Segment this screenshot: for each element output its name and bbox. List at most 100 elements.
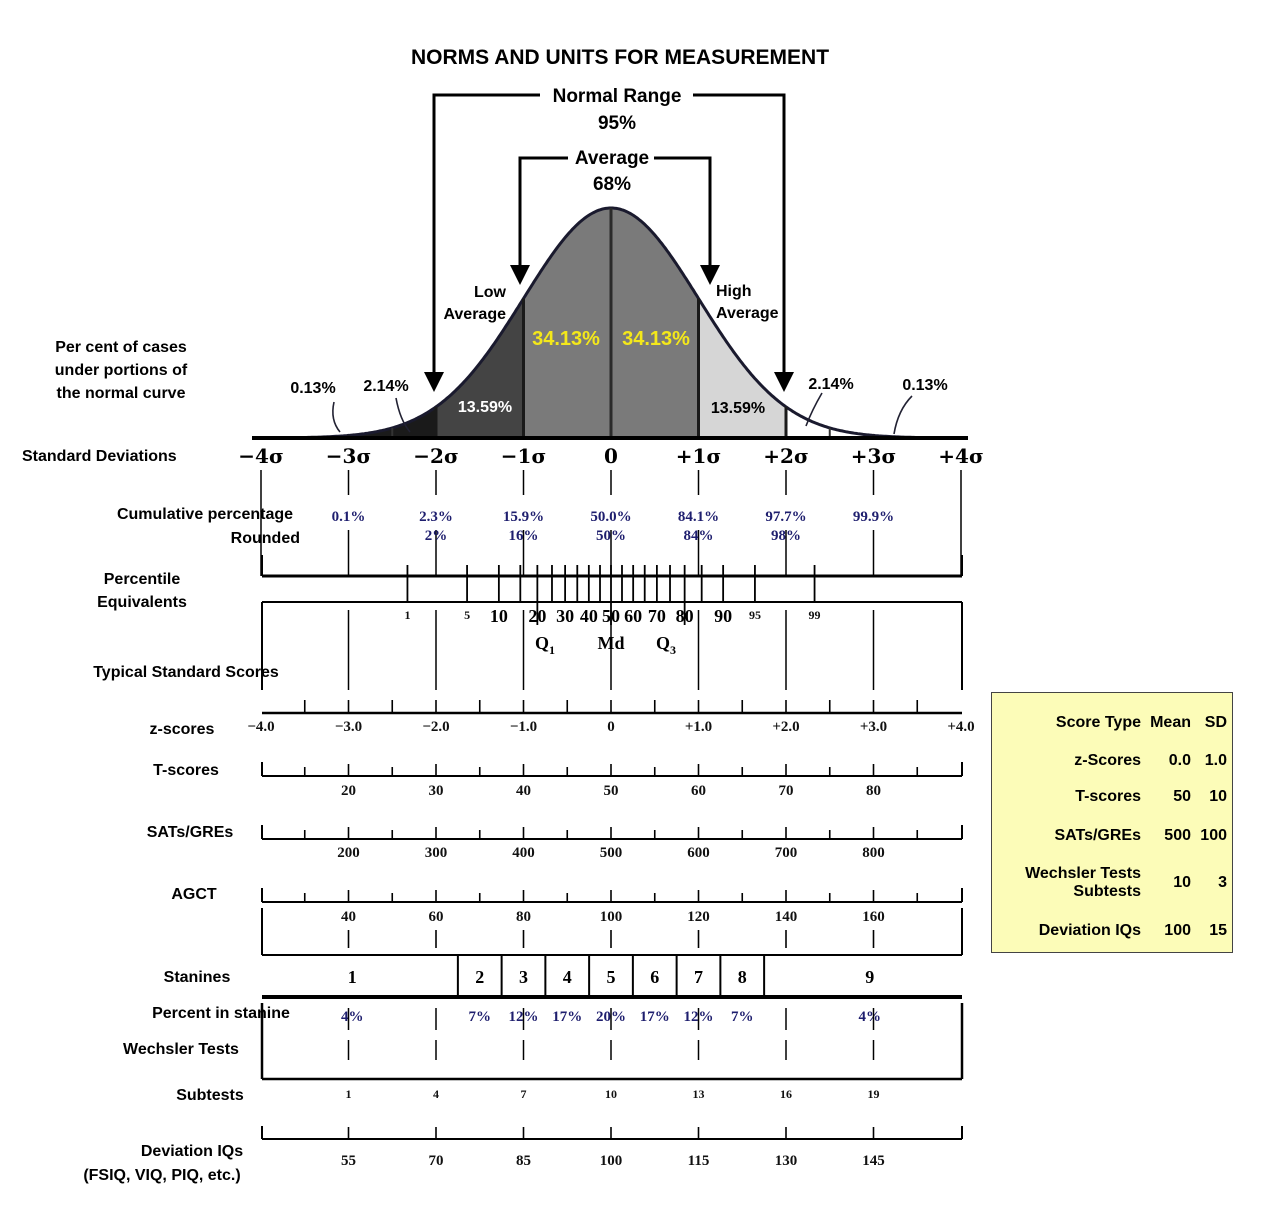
stanine-percent: 7%: [469, 1009, 492, 1025]
sat-score-label: 700: [775, 845, 798, 861]
subtest-label: 13: [693, 1087, 705, 1101]
average-bracket: [518, 156, 712, 268]
row-label-wechsler: Wechsler Tests: [123, 1041, 239, 1058]
quartile-median: Md: [598, 633, 625, 653]
legend-row: SATs/GREs 500 100: [996, 815, 1227, 857]
sd-label: −2σ: [413, 444, 458, 468]
t-score-label: 60: [691, 783, 706, 799]
sd-label: −4σ: [238, 444, 283, 468]
sat-score-label: 200: [337, 845, 360, 861]
stanine-label: 3: [519, 967, 528, 987]
row-label-z: z-scores: [150, 721, 215, 738]
row-label-subtests: Subtests: [176, 1087, 244, 1104]
page-title: NORMS AND UNITS FOR MEASUREMENT: [411, 46, 829, 69]
sd-label: −1σ: [501, 444, 546, 468]
normal-range-label: Normal Range: [553, 86, 682, 107]
t-score-label: 20: [341, 783, 356, 799]
area-tail-left-inner: 2.14%: [363, 378, 408, 395]
curve-dividers: [347, 208, 875, 438]
iq-label: 145: [862, 1153, 885, 1169]
iq-label: 115: [688, 1153, 710, 1169]
row-label-sat: SATs/GREs: [147, 824, 234, 841]
average-right-arrow: [700, 265, 720, 285]
percentile-label: 90: [714, 606, 732, 626]
tail-left-inner-pointer: [395, 397, 411, 433]
area-center-left: 34.13%: [532, 328, 600, 350]
stanine-label: 4: [563, 967, 572, 987]
stanine-percent: 4%: [341, 1009, 364, 1025]
percentile-label: 40: [580, 606, 598, 626]
stanine-label: 5: [607, 967, 616, 987]
subtest-label: 10: [605, 1087, 617, 1101]
score-type-legend: Score Type Mean SD z-Scores 0.0 1.0 T-sc…: [991, 692, 1233, 953]
high-average-label-1: High: [716, 283, 752, 300]
row-label-iq: Deviation IQs: [141, 1143, 243, 1160]
stanine-label: 9: [865, 967, 874, 987]
tail-right-inner-pointer: [805, 392, 823, 427]
agct-score-label: 80: [516, 909, 531, 925]
cumulative-rounded-value: 2%: [425, 528, 448, 544]
curve-percent-label-1: Per cent of cases: [55, 339, 187, 356]
average-label: Average: [575, 148, 649, 169]
stanine-percent: 17%: [552, 1009, 582, 1025]
agct-score-label: 40: [341, 909, 356, 925]
legend-type-line-2: Subtests: [1073, 883, 1141, 900]
percentile-label: 10: [490, 606, 508, 626]
curve-percent-label-3: the normal curve: [57, 385, 186, 402]
stanine-label: 6: [650, 967, 659, 987]
agct-score-label: 60: [429, 909, 444, 925]
sd-label: +2σ: [763, 444, 808, 468]
agct-score-label: 160: [862, 909, 885, 925]
stanine-label: 7: [694, 967, 703, 987]
percentile-label-small: 95: [749, 608, 761, 622]
iq-label: 55: [341, 1153, 356, 1169]
area-inner-left: 13.59%: [458, 399, 512, 416]
stanine-percent: 4%: [859, 1009, 882, 1025]
sd-label: +1σ: [676, 444, 721, 468]
row-label-iq-sub: (FSIQ, VIQ, PIQ, etc.): [83, 1167, 240, 1184]
agct-score-label: 140: [775, 909, 798, 925]
normal-range-bracket: [432, 93, 786, 383]
row-label-typical: Typical Standard Scores: [93, 664, 279, 681]
t-score-label: 50: [604, 783, 619, 799]
z-score-label: +1.0: [685, 719, 712, 735]
low-average-label-2: Average: [443, 306, 506, 323]
percentile-label: 80: [676, 606, 694, 626]
z-score-label: 0: [607, 719, 615, 735]
sd-label: −3σ: [326, 444, 371, 468]
z-score-label: +3.0: [860, 719, 887, 735]
legend-type-line-1: Wechsler Tests: [1025, 865, 1141, 882]
average-percent: 68%: [593, 174, 631, 195]
z-score-label: −2.0: [422, 719, 449, 735]
z-score-label: −3.0: [335, 719, 362, 735]
legend-sd: 15: [1209, 922, 1227, 939]
average-left-arrow: [510, 265, 530, 285]
legend-header-type: Score Type: [1055, 714, 1141, 731]
scale-structure: [260, 555, 964, 1081]
quartile-q3: Q3: [656, 633, 676, 657]
z-score-label: −1.0: [510, 719, 537, 735]
subtest-label: 19: [868, 1087, 880, 1101]
stanine-percent: 17%: [640, 1009, 670, 1025]
legend-row: T-scores 50 10: [996, 779, 1227, 815]
row-label-percentile-1: Percentile: [104, 571, 181, 588]
subtest-label: 16: [780, 1087, 792, 1101]
subtest-label: 4: [433, 1087, 439, 1101]
legend-sd: 1.0: [1204, 752, 1227, 769]
legend-mean: 10: [1173, 874, 1191, 891]
row-label-sd: Standard Deviations: [22, 448, 177, 465]
z-score-label: +4.0: [947, 719, 974, 735]
z-score-label: +2.0: [772, 719, 799, 735]
subtest-label: 7: [521, 1087, 527, 1101]
area-tail-left-outer: 0.13%: [290, 380, 335, 397]
percentile-label: 20: [528, 606, 546, 626]
row-label-t: T-scores: [153, 762, 219, 779]
legend-mean: 0.0: [1168, 752, 1191, 769]
sd-label: 0: [604, 444, 618, 468]
legend-header-mean: Mean: [1150, 714, 1191, 731]
